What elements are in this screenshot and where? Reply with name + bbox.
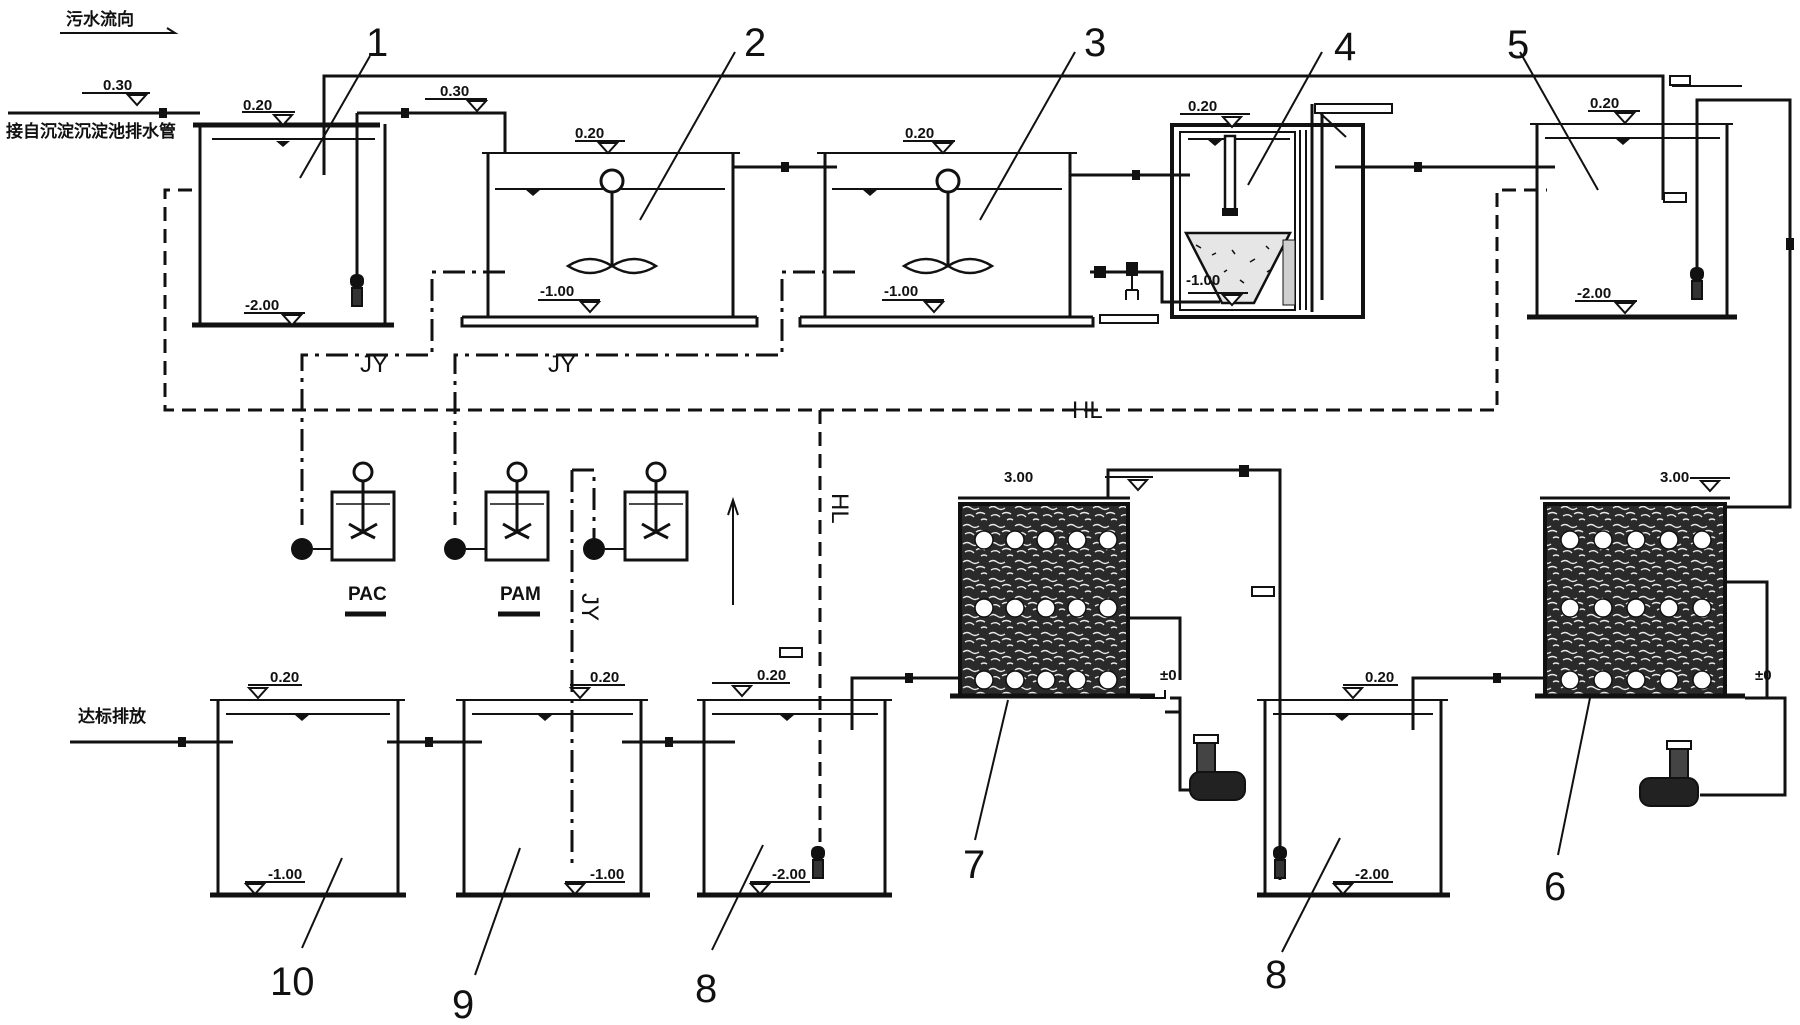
flow-arrow-up	[727, 496, 739, 605]
unit-label-1: 1	[366, 21, 388, 65]
inlet-pipe: 0.30	[8, 77, 200, 118]
bed-6-bottom-level: ±0	[1755, 667, 1772, 684]
dosing-line-jy-1: JY	[300, 270, 505, 525]
unit-label-7: 7	[963, 843, 985, 887]
dosing-line-2-label: JY	[548, 351, 576, 378]
dosing-line-jy-2: JY	[453, 270, 855, 525]
pipe-1-to-2: 0.30	[357, 83, 507, 153]
tank-4-sedimentation: 0.20 -1.00	[1090, 98, 1393, 324]
return-line-hl: HL HL	[163, 188, 1547, 870]
tank-8-right: 0.20 -2.00	[1257, 669, 1450, 898]
tank-5-bottom-level: -2.00	[1577, 285, 1611, 302]
tank-8l-top-level: 0.20	[757, 667, 786, 684]
tank-3-bottom-level: -1.00	[884, 283, 918, 300]
unit-callouts: 1 2 3 4 5 6 7 8 8 9 10	[270, 21, 1599, 1025]
tank-9: 0.20 -1.00	[456, 669, 650, 898]
tank-3-top-level: 0.20	[905, 125, 934, 142]
pipe-8-to-bed-6	[1411, 676, 1545, 730]
tank-10: 0.20 -1.00	[210, 669, 406, 898]
unit-label-6: 6	[1544, 865, 1566, 909]
tank-10-top-level: 0.20	[270, 669, 299, 686]
dosing-line-3-label: JY	[576, 593, 603, 621]
tank-2-bottom-level: -1.00	[540, 283, 574, 300]
tank-4-top-level: 0.20	[1188, 98, 1217, 115]
tank-5-intermediate: 0.20 -2.00	[1527, 75, 1794, 509]
unit-label-10: 10	[270, 960, 315, 1004]
inlet-pipe-level: 0.30	[103, 77, 132, 94]
tank-1-top-level: 0.20	[243, 97, 272, 114]
inlet-label: 接自沉淀沉淀池排水管	[6, 121, 176, 142]
filter-bed-7: 3.00 ±0	[950, 465, 1282, 880]
unit-label-8-right: 8	[1265, 953, 1287, 997]
pipe-8-to-bed-7	[850, 676, 960, 730]
outlet-label: 达标排放	[78, 706, 147, 727]
dosing-tank-3	[583, 461, 689, 562]
tank-9-top-level: 0.20	[590, 669, 619, 686]
bed-7-bottom-level: ±0	[1160, 667, 1177, 684]
filter-bed-6: 3.00 ±0	[1535, 469, 1787, 807]
tank-2-top-level: 0.20	[575, 125, 604, 142]
return-line-vertical-label: HL	[826, 493, 853, 524]
unit-label-5: 5	[1507, 23, 1529, 67]
unit-label-3: 3	[1084, 21, 1106, 65]
bed-6-top-level: 3.00	[1660, 469, 1689, 486]
bed-7-top-level: 3.00	[1004, 469, 1033, 486]
pam-label: PAM	[500, 584, 541, 605]
tank-8l-bottom-level: -2.00	[772, 866, 806, 883]
unit-label-9: 9	[452, 983, 474, 1025]
unit-label-8-left: 8	[695, 967, 717, 1011]
return-line-label: HL	[1072, 397, 1103, 424]
dosing-tank-pam: PAM	[444, 461, 550, 617]
flow-direction-note: 污水流向	[60, 9, 179, 34]
tank-9-bottom-level: -1.00	[590, 866, 624, 883]
tank-1-bottom-level: -2.00	[245, 297, 279, 314]
pac-label: PAC	[348, 584, 387, 605]
tank-10-bottom-level: -1.00	[268, 866, 302, 883]
unit-label-2: 2	[744, 21, 766, 65]
flow-direction-label: 污水流向	[66, 9, 134, 30]
tank-5-top-level: 0.20	[1590, 95, 1619, 112]
dosing-line-1-label: JY	[360, 351, 388, 378]
tank-8r-bottom-level: -2.00	[1355, 866, 1389, 883]
tank-2-coagulation: 0.20 -1.00	[460, 125, 759, 328]
unit-label-4: 4	[1334, 25, 1356, 69]
dosing-tank-pac: PAC	[291, 461, 396, 617]
tank-8-left: 0.20 -2.00	[697, 647, 892, 898]
tank-3-flocculation: 0.20 -1.00	[798, 125, 1095, 328]
tank-8r-top-level: 0.20	[1365, 669, 1394, 686]
tank-1: 0.20 -2.00	[192, 97, 394, 328]
tank-4-sludge-level: -1.00	[1186, 272, 1220, 289]
outlet-pipe: 达标排放	[70, 706, 233, 747]
overflow-main-pipe	[322, 74, 1665, 170]
dosing-line-jy-3: JY	[570, 468, 603, 865]
pipe-1-to-2-level: 0.30	[440, 83, 469, 100]
